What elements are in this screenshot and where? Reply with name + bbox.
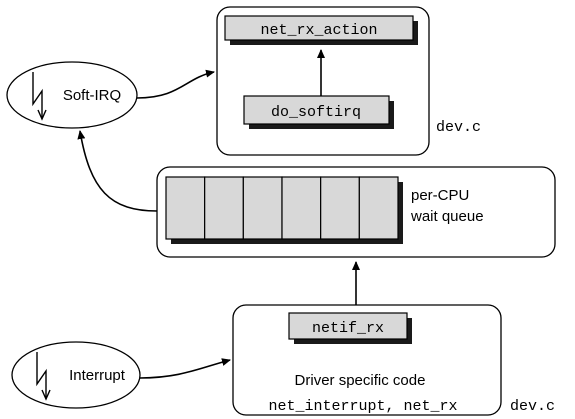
wait-queue-to-softirq-arrow (77, 130, 158, 212)
softirq-to-container-arrow (136, 69, 215, 99)
do-softirq-label: do_softirq (271, 104, 361, 121)
softirq-trigger: Soft-IRQ (6, 61, 138, 129)
driver-file-label: dev.c (510, 398, 555, 415)
lightning-icon (32, 72, 43, 118)
lightning-icon (36, 352, 47, 398)
wait-queue-slot (204, 176, 244, 240)
driver-description: Driver specific code (295, 372, 426, 389)
wait-queue-slot (320, 176, 360, 240)
net-rx-action-box: net_rx_action (224, 15, 418, 45)
wait-queue-label-line2: wait queue (410, 208, 484, 225)
lightning-tip-icon (37, 109, 47, 121)
netif-rx-label: netif_rx (312, 320, 384, 337)
netif-rx-box: netif_rx (288, 312, 412, 344)
wait-queue-slot (242, 176, 283, 240)
wait-queue-group: per-CPU wait queue (156, 166, 556, 258)
wait-queue-slot (281, 176, 322, 240)
driver-functions-label: net_interrupt, net_rx (268, 398, 457, 415)
wait-queue-slot (165, 176, 206, 240)
wait-queue-label-line1: per-CPU (411, 187, 469, 204)
wait-queue-slot (358, 176, 399, 240)
net-rx-action-label: net_rx_action (260, 22, 377, 39)
lightning-tip-icon (41, 389, 51, 401)
softirq-file-label: dev.c (436, 119, 481, 136)
interrupt-label: Interrupt (69, 367, 126, 384)
interrupt-trigger: Interrupt (11, 341, 141, 409)
do-softirq-box: do_softirq (243, 95, 394, 129)
interrupt-to-driver-arrow (139, 358, 231, 379)
softirq-group: net_rx_action do_softirq dev.c (216, 6, 481, 156)
driver-group: netif_rx Driver specific code net_interr… (232, 304, 555, 416)
softirq-label: Soft-IRQ (63, 87, 121, 104)
wait-queue-slots (165, 176, 399, 240)
